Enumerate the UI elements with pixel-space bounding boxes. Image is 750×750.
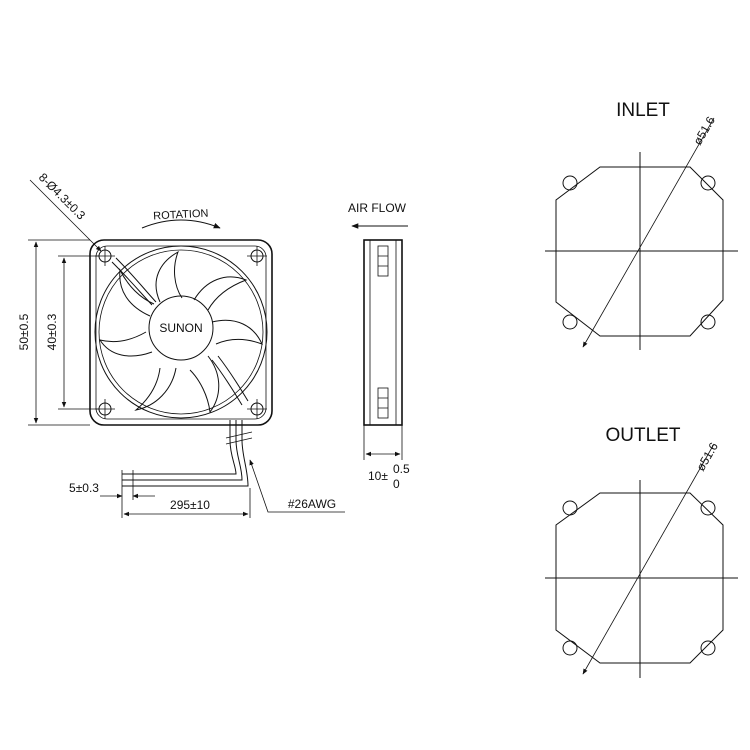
thickness-upper: 0.5 <box>393 462 410 476</box>
fan-venturi-ring <box>94 245 268 419</box>
side-view: AIR FLOW 10± 0.5 0 <box>348 201 410 491</box>
inlet-diameter-line <box>582 117 715 348</box>
inlet-diameter: ø51.6 <box>690 114 718 148</box>
outlet-opening <box>555 492 724 664</box>
rotation-label: ROTATION <box>153 208 209 223</box>
dim-wire-strip: 5±0.3 <box>69 481 99 495</box>
inlet-title: INLET <box>616 100 670 121</box>
rotation-arrow <box>141 219 221 229</box>
dim-hole-pitch: 40±0.3 <box>45 313 59 350</box>
airflow-label: AIR FLOW <box>348 201 407 215</box>
inlet-view: INLET ø51.6 <box>545 100 738 350</box>
outlet-view: OUTLET ø51.6 <box>545 425 738 678</box>
fan-side-body <box>363 239 403 426</box>
outlet-diameter: ø51.6 <box>693 440 721 474</box>
outlet-title: OUTLET <box>606 425 681 446</box>
inlet-opening <box>555 166 724 337</box>
dim-outer: 50±0.5 <box>17 313 31 350</box>
hole-callout: 8-Ø4.3±0.3 <box>36 170 89 223</box>
thickness-lower: 0 <box>393 477 400 491</box>
fan-frame-outer <box>89 239 273 426</box>
front-view: SUNON ROTATION 8-Ø4.3±0.3 50±0.5 40±0.3 … <box>17 170 345 518</box>
dim-wire-length: 295±10 <box>170 498 210 512</box>
wire-gauge-label: #26AWG <box>288 497 336 511</box>
fan-blades <box>98 250 263 414</box>
fan-hub <box>148 295 214 361</box>
brand-label: SUNON <box>159 321 202 335</box>
outlet-diameter-line <box>582 443 715 675</box>
lead-wires <box>122 420 253 487</box>
thickness-base: 10± <box>368 469 388 483</box>
